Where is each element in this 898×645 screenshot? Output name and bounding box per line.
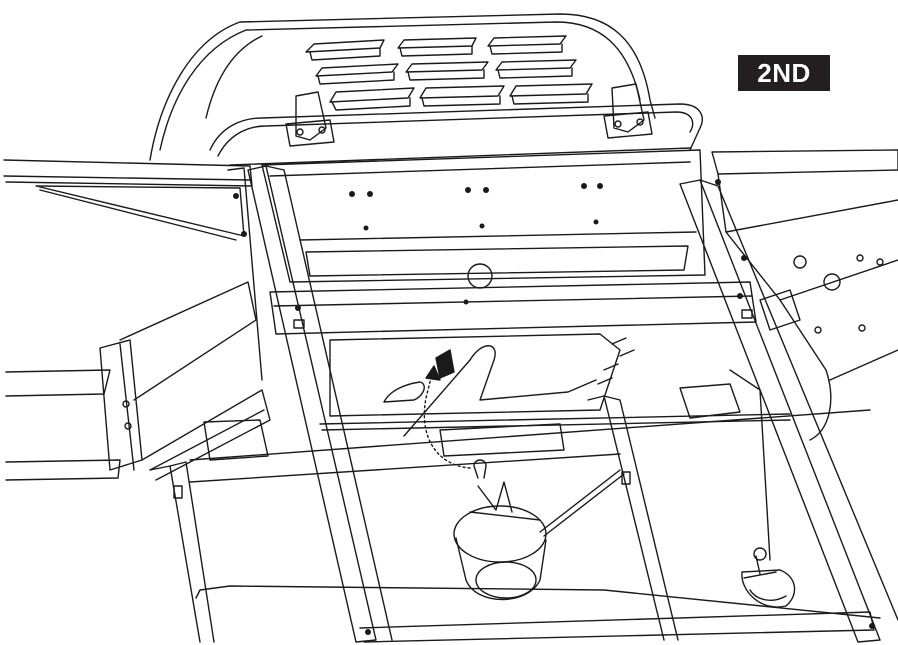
cart-frame (119, 165, 898, 643)
step-badge: 2ND (738, 55, 830, 91)
firebox-panel (261, 149, 706, 289)
side-shelf-left-icon (3, 159, 253, 481)
propane-tank-connector-icon (741, 547, 796, 608)
grill-hood-icon (149, 13, 703, 166)
grease-tray-icon (203, 289, 801, 561)
side-shelf-right-icon (711, 149, 898, 441)
hood-vents (305, 35, 593, 111)
direction-arrow-icon (423, 365, 471, 469)
drip-cup-icon (453, 459, 625, 601)
